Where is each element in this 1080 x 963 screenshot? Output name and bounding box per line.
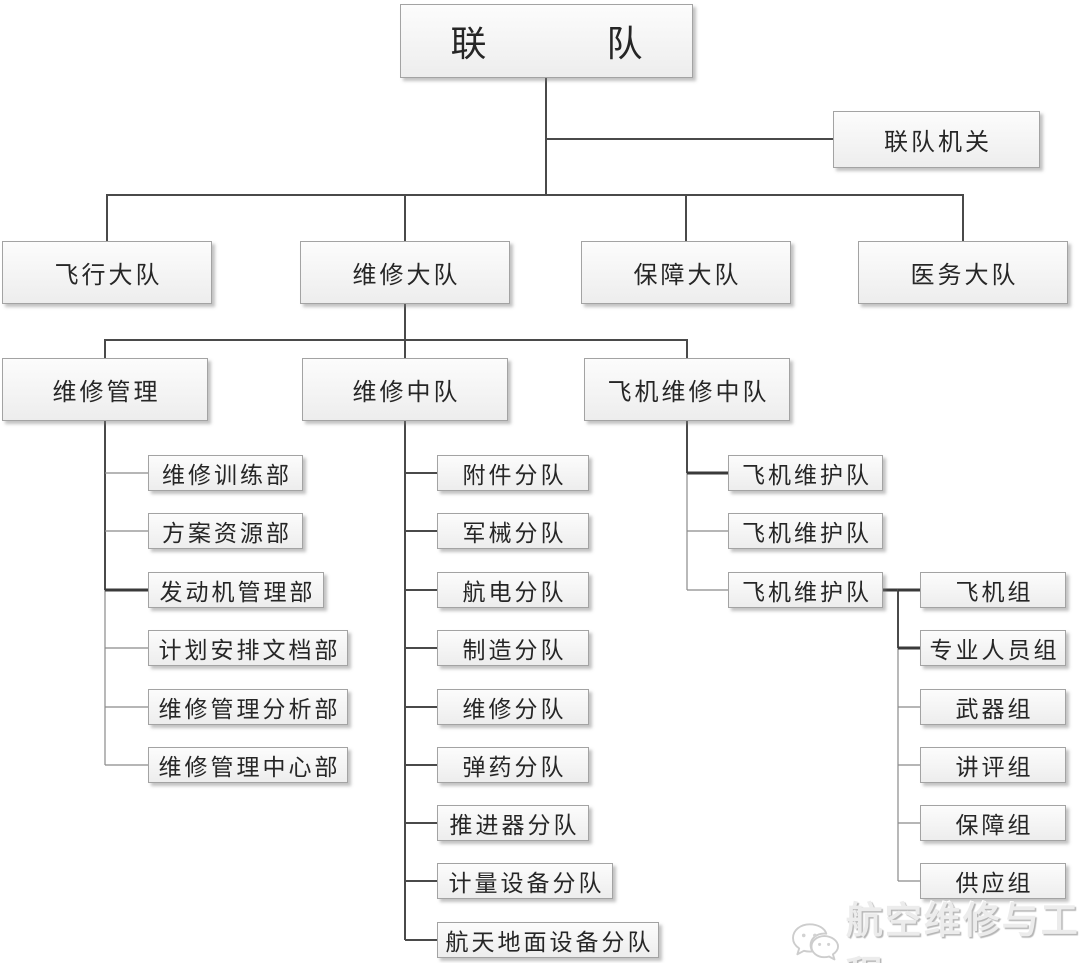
node-unit-metrology-equipment: 计量设备分队 [437, 863, 613, 899]
watermark-text: 航空维修与工程 [845, 901, 1080, 963]
node-group-aircraft: 飞机组 [920, 572, 1066, 608]
node-dept-engine-management: 发动机管理部 [148, 572, 324, 608]
node-group-specialists: 专业人员组 [920, 630, 1066, 666]
node-group-weapons: 武器组 [920, 689, 1066, 725]
node-unit-armament: 军械分队 [437, 513, 589, 549]
node-medical-group: 医务大队 [858, 241, 1068, 304]
node-support-group: 保障大队 [581, 241, 791, 304]
node-group-debrief: 讲评组 [920, 747, 1066, 783]
node-dept-plans-resources: 方案资源部 [148, 513, 303, 549]
node-aircraft-maintenance-team-2: 飞机维护队 [728, 513, 883, 549]
watermark: 航空维修与工程 [790, 890, 1080, 963]
node-flight-group: 飞行大队 [2, 241, 212, 304]
node-aircraft-maintenance-team-1: 飞机维护队 [728, 455, 883, 491]
node-maintenance-group: 维修大队 [300, 241, 510, 304]
node-dept-training: 维修训练部 [148, 455, 303, 491]
node-wing-headquarters: 联队机关 [833, 111, 1040, 168]
node-unit-munitions: 弹药分队 [437, 747, 589, 783]
node-maintenance-squadron: 维修中队 [302, 358, 508, 421]
node-unit-maintenance: 维修分队 [437, 689, 589, 725]
node-dept-management-center: 维修管理中心部 [148, 747, 348, 783]
wechat-icon [792, 923, 839, 961]
node-unit-propulsion: 推进器分队 [437, 805, 589, 841]
node-dept-management-analysis: 维修管理分析部 [148, 689, 348, 725]
node-wing: 联 队 [400, 4, 693, 78]
node-unit-avionics: 航电分队 [437, 572, 589, 608]
node-aircraft-maintenance-team-3: 飞机维护队 [728, 572, 883, 608]
node-maintenance-management: 维修管理 [2, 358, 208, 421]
node-dept-planning-docs: 计划安排文档部 [148, 630, 348, 666]
node-group-supply: 供应组 [920, 863, 1066, 899]
node-group-support: 保障组 [920, 805, 1066, 841]
node-unit-aerospace-ground-equipment: 航天地面设备分队 [437, 922, 659, 958]
node-aircraft-maintenance-squadron: 飞机维修中队 [584, 358, 790, 421]
node-unit-accessories: 附件分队 [437, 455, 589, 491]
node-unit-fabrication: 制造分队 [437, 630, 589, 666]
